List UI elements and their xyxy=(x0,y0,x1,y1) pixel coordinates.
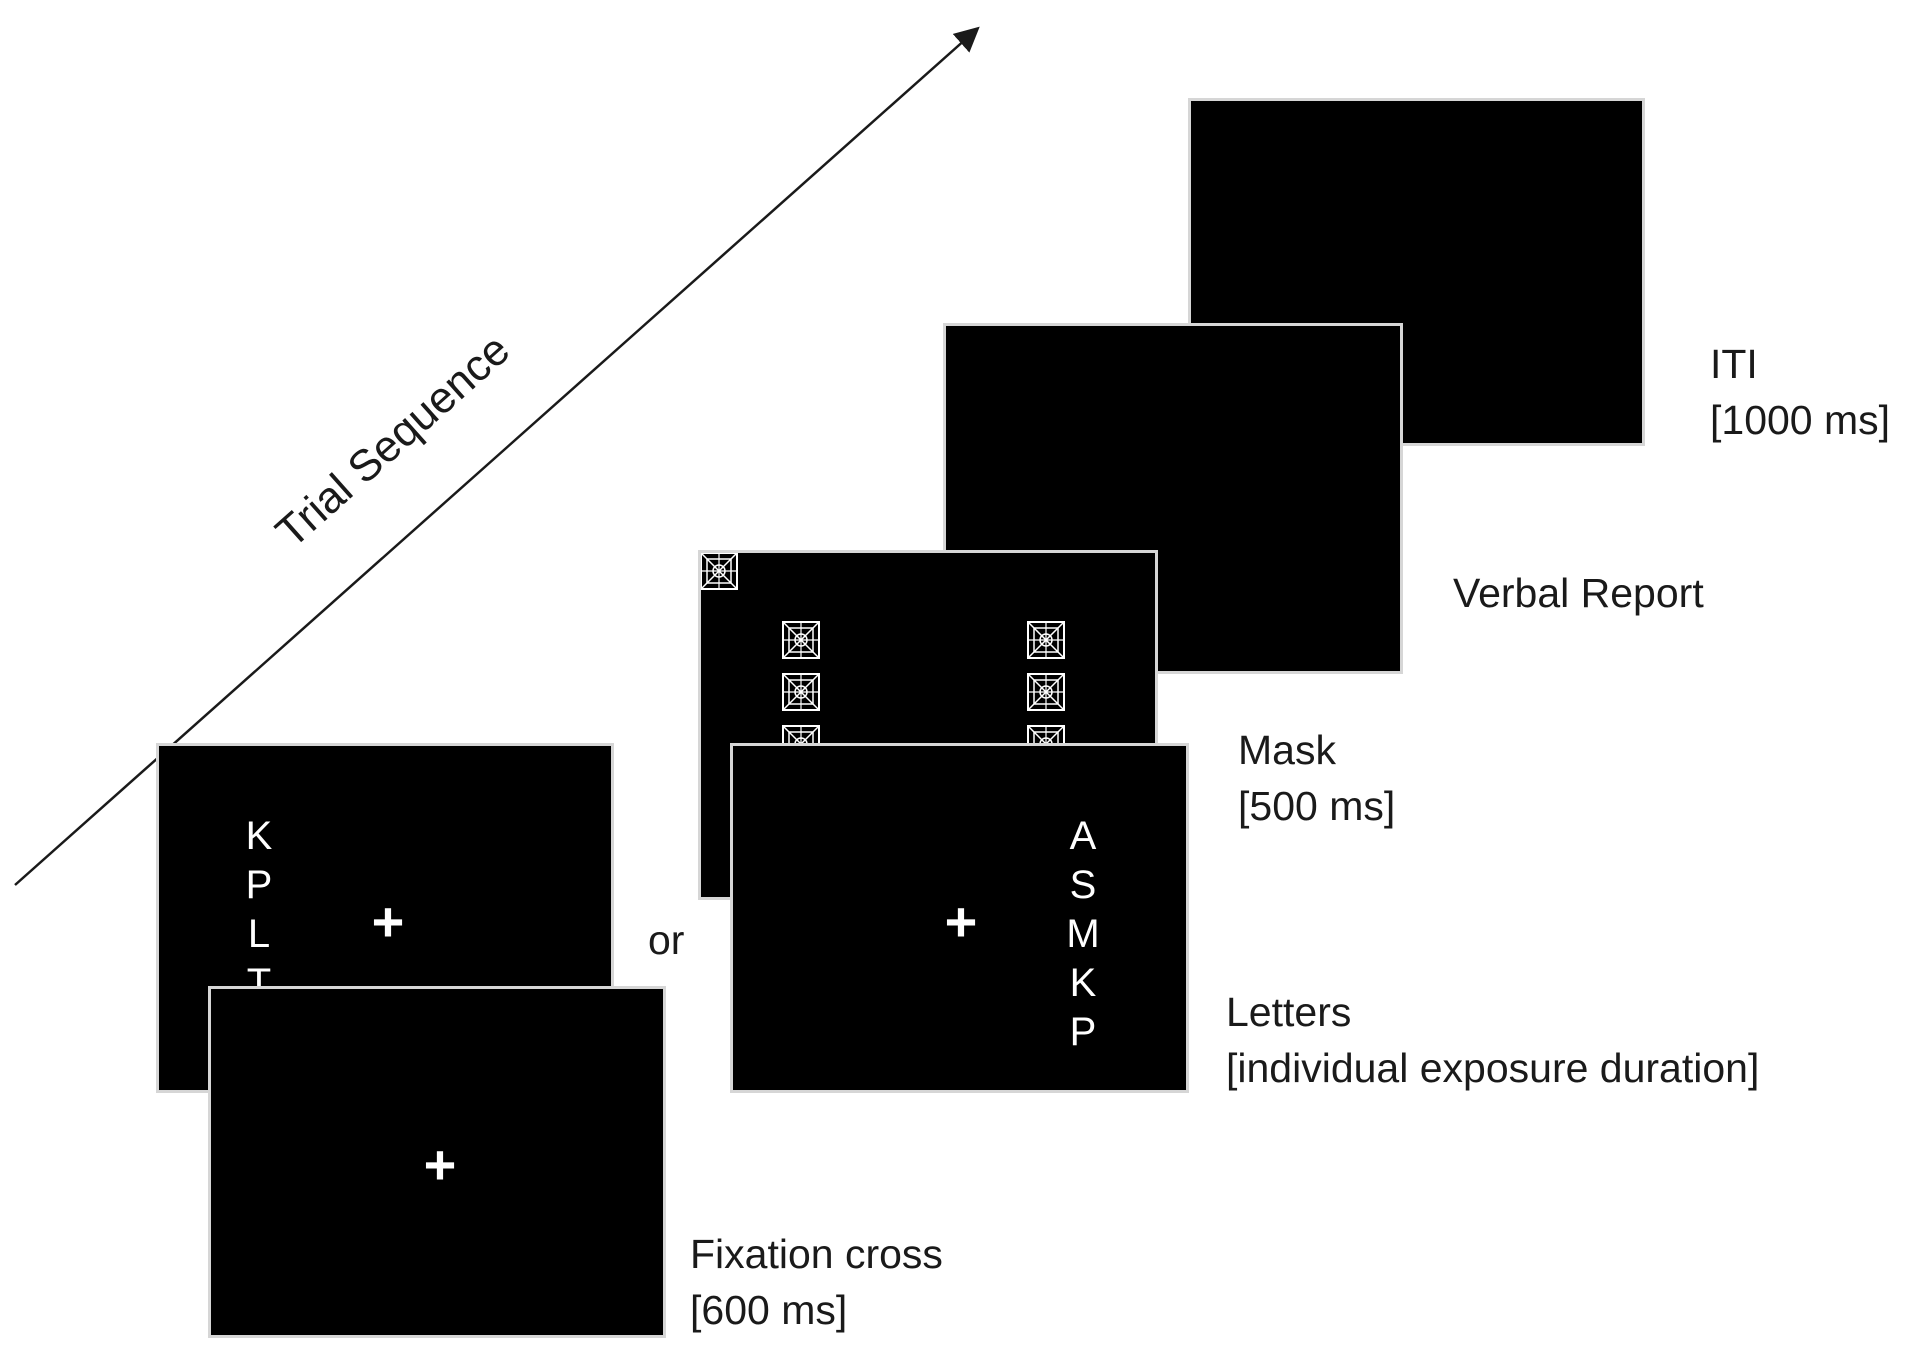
letter: K xyxy=(1069,961,1097,1005)
letters-right-screen: + A S M K P xyxy=(730,743,1189,1093)
letter: A xyxy=(1069,814,1097,858)
letter: K xyxy=(245,814,273,858)
letters-label: Letters [individual exposure duration] xyxy=(1226,984,1759,1096)
fixation-duration: [600 ms] xyxy=(690,1287,848,1333)
letters-name: Letters xyxy=(1226,989,1352,1035)
iti-duration: [1000 ms] xyxy=(1710,397,1891,443)
letter: P xyxy=(245,863,273,907)
verbal-report-name: Verbal Report xyxy=(1453,570,1704,616)
mask-glyph xyxy=(1027,621,1065,659)
verbal-report-label: Verbal Report xyxy=(1453,565,1704,621)
mask-glyph xyxy=(1027,673,1065,711)
iti-label: ITI [1000 ms] xyxy=(1710,336,1890,448)
mask-patterns xyxy=(701,553,1065,763)
trial-sequence-arrow-line xyxy=(14,26,980,886)
mask-glyph xyxy=(782,673,820,711)
mask-duration: [500 ms] xyxy=(1238,783,1396,829)
letter: S xyxy=(1069,863,1097,907)
fixation-screen: + xyxy=(208,986,666,1338)
letter: L xyxy=(247,912,271,956)
letter: P xyxy=(1069,1010,1097,1054)
mask-name: Mask xyxy=(1238,727,1336,773)
or-label: or xyxy=(648,917,685,963)
fixation-cross-icon: + xyxy=(944,890,978,953)
iti-name: ITI xyxy=(1710,341,1758,387)
mask-glyph xyxy=(701,553,738,590)
mask-glyph xyxy=(782,621,820,659)
mask-label: Mask [500 ms] xyxy=(1238,722,1395,834)
letters-duration: [individual exposure duration] xyxy=(1226,1045,1760,1091)
fixation-name: Fixation cross xyxy=(690,1231,943,1277)
letters-left-column: K P L T xyxy=(239,812,279,1008)
fixation-cross-icon: + xyxy=(371,890,405,953)
fixation-label: Fixation cross [600 ms] xyxy=(690,1226,943,1338)
letters-right-column: A S M K P xyxy=(1063,812,1103,1057)
fixation-cross-icon: + xyxy=(423,1133,457,1196)
letter: M xyxy=(1066,912,1100,956)
